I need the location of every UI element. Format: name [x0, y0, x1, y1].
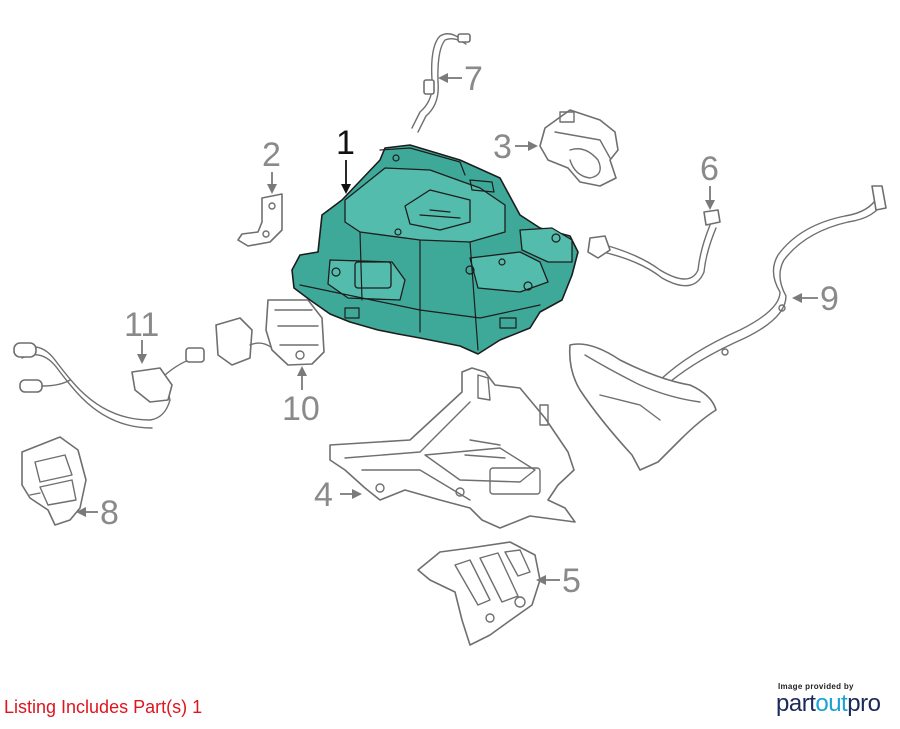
callout-11[interactable]: 11 [124, 306, 159, 344]
logo-pro: pro [847, 690, 881, 717]
logo-out: out [815, 690, 848, 717]
callout-4[interactable]: 4 [314, 476, 333, 514]
callout-8[interactable]: 8 [100, 494, 119, 532]
leader-lines [76, 73, 818, 585]
callout-7[interactable]: 7 [464, 60, 483, 98]
part-8-shield[interactable] [21, 436, 87, 526]
callout-3[interactable]: 3 [493, 128, 512, 166]
part-7-cable[interactable] [411, 33, 471, 133]
part-6-cable[interactable] [587, 209, 721, 287]
part-2-bracket[interactable] [237, 193, 283, 247]
callouts: 1 2 3 4 5 6 7 8 9 10 11 [100, 60, 839, 600]
part-1-inverter-assembly[interactable] [291, 144, 579, 355]
callout-10[interactable]: 10 [282, 390, 320, 428]
callout-9[interactable]: 9 [820, 280, 839, 318]
part-4-bracket[interactable] [329, 367, 576, 529]
partoutpro-logo[interactable]: partoutpro [776, 691, 892, 717]
callout-2[interactable]: 2 [262, 136, 281, 174]
logo-part: part [776, 690, 816, 717]
part-11-harness[interactable] [13, 342, 205, 429]
part-5-bracket[interactable] [417, 541, 541, 646]
part-9-harness[interactable] [568, 185, 887, 471]
callout-5[interactable]: 5 [562, 562, 581, 600]
callout-1[interactable]: 1 [336, 124, 355, 162]
listing-includes-text: Listing Includes Part(s) 1 [4, 697, 203, 717]
part-3-mount[interactable] [539, 109, 619, 187]
credit-caption: Image provided by [778, 682, 854, 691]
callout-6[interactable]: 6 [700, 150, 719, 188]
image-credit: Image provided by partoutpro [776, 682, 892, 717]
part-10-connector[interactable] [215, 299, 325, 366]
